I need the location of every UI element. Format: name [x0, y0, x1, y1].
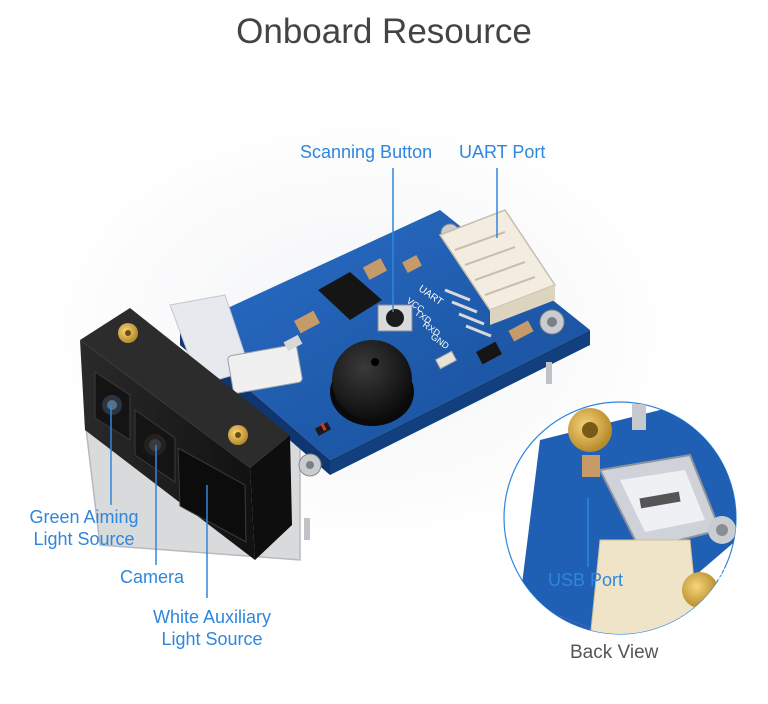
pointer-lines [110, 168, 589, 598]
label-uart-port: UART Port [459, 142, 546, 162]
label-green-aiming-line1: Green Aiming [29, 507, 139, 527]
label-green-aiming: Green Aiming Light Source [24, 506, 144, 550]
label-white-aux-line1: White Auxiliary [152, 607, 272, 627]
pcb-edge [330, 330, 590, 475]
label-scanning-button: Scanning Button [300, 142, 433, 162]
white-light-window [177, 447, 247, 543]
regulator-chip [318, 272, 382, 320]
label-white-auxiliary: White Auxiliary Light Source [145, 606, 279, 650]
buzzer [332, 340, 412, 420]
label-white-aux-line2: Light Source [161, 629, 263, 649]
scanning-button-cap [386, 309, 404, 327]
silk-usb: USB [712, 558, 730, 585]
label-green-aiming-line2: Light Source [33, 529, 135, 549]
label-camera: Camera [120, 567, 185, 587]
label-back-view: Back View [570, 642, 659, 663]
page-title: Onboard Resource [236, 12, 532, 51]
label-usb-port: USB Port [548, 570, 624, 590]
